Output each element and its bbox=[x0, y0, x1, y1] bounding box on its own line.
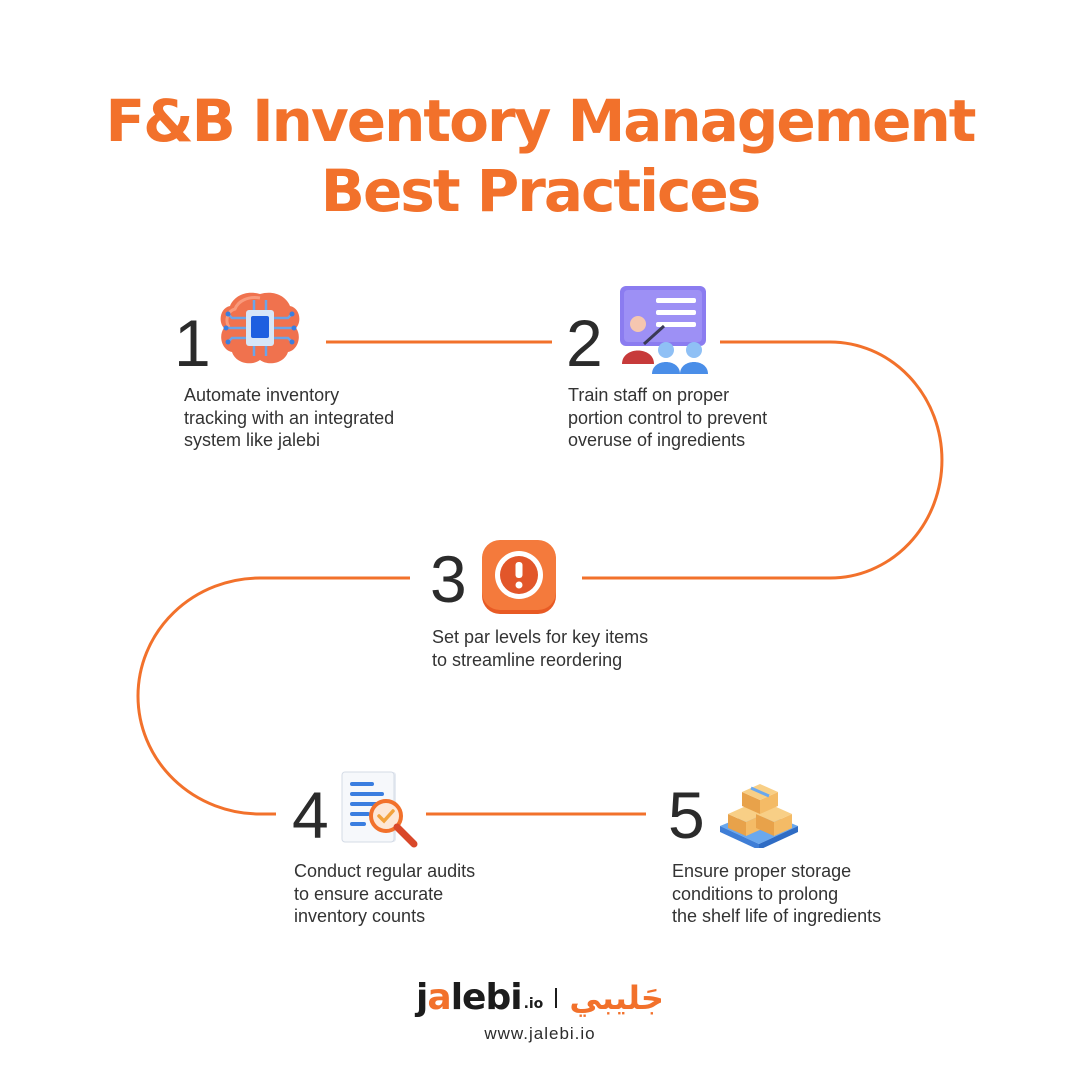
page-title: F&B Inventory Management Best Practices bbox=[0, 86, 1080, 226]
title-line-2: Best Practices bbox=[320, 157, 761, 225]
step-4-description: Conduct regular audits to ensure accurat… bbox=[294, 861, 476, 926]
step-3-description: Set par levels for key items to streamli… bbox=[432, 627, 649, 670]
step-2-description: Train staff on proper portion control to… bbox=[568, 385, 768, 450]
website-url: www.jalebi.io bbox=[484, 1024, 596, 1043]
step-4-number: 4 bbox=[292, 778, 329, 852]
logo-suffix: .io bbox=[523, 996, 544, 1012]
logo-divider bbox=[555, 988, 558, 1008]
exclamation-alert-icon bbox=[482, 540, 556, 614]
stacked-boxes-icon bbox=[720, 784, 798, 848]
step-5-description: Ensure proper storage conditions to prol… bbox=[672, 861, 882, 926]
step-2-number: 2 bbox=[566, 306, 603, 380]
step-5-number: 5 bbox=[668, 778, 705, 852]
logo-wordmark: jalebi bbox=[416, 977, 523, 1018]
logo-arabic: جَليبي bbox=[569, 979, 664, 1017]
training-presentation-icon bbox=[620, 286, 708, 374]
brain-chip-icon bbox=[220, 292, 300, 364]
brand-logo: jalebi .io جَليبي bbox=[0, 978, 1080, 1018]
title-line-1: F&B Inventory Management bbox=[105, 87, 976, 155]
step-3-number: 3 bbox=[430, 542, 467, 616]
step-1-description: Automate inventory tracking with an inte… bbox=[184, 385, 395, 450]
step-1-number: 1 bbox=[174, 306, 211, 380]
document-magnifier-icon bbox=[341, 771, 418, 848]
